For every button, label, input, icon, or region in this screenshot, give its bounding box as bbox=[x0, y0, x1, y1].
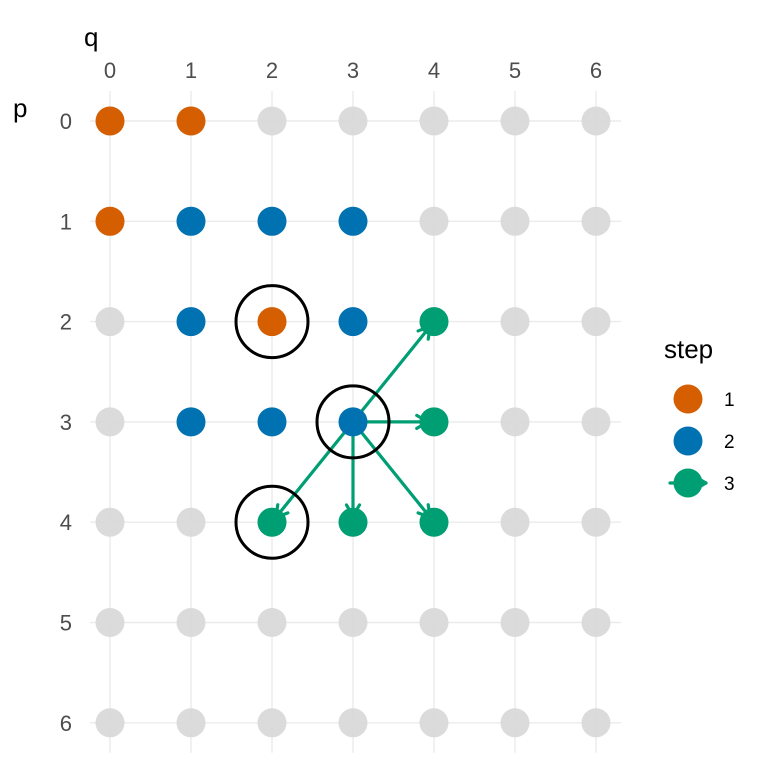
series-points bbox=[95, 106, 449, 537]
background-point bbox=[500, 708, 530, 738]
series-2-point bbox=[338, 206, 368, 236]
legend-title: step bbox=[664, 334, 713, 364]
background-point bbox=[500, 106, 530, 136]
background-point bbox=[581, 708, 611, 738]
legend-key-3 bbox=[673, 468, 703, 498]
background-point bbox=[581, 507, 611, 537]
background-point bbox=[419, 106, 449, 136]
background-point bbox=[95, 407, 125, 437]
x-tick-label: 2 bbox=[266, 58, 278, 83]
series-2-point bbox=[257, 407, 287, 437]
background-point bbox=[95, 708, 125, 738]
arrow-line bbox=[351, 420, 432, 520]
background-point bbox=[419, 206, 449, 236]
highlight-circle bbox=[234, 284, 310, 360]
x-tick-labels: 0 1 2 3 4 5 6 bbox=[104, 58, 602, 83]
x-tick-label: 4 bbox=[428, 58, 440, 83]
highlight-circles bbox=[234, 284, 391, 560]
x-tick-label: 0 bbox=[104, 58, 116, 83]
background-point bbox=[581, 608, 611, 637]
series-3-point bbox=[419, 507, 449, 537]
background-point bbox=[419, 608, 449, 637]
background-point bbox=[419, 708, 449, 738]
y-tick-label: 6 bbox=[60, 711, 72, 736]
background-point bbox=[500, 307, 530, 337]
series-2-point bbox=[176, 206, 206, 236]
background-point bbox=[95, 608, 125, 637]
x-tick-label: 1 bbox=[185, 58, 197, 83]
background-point bbox=[257, 106, 287, 136]
background-point bbox=[257, 708, 287, 738]
series-1-point bbox=[95, 206, 125, 236]
x-tick-label: 5 bbox=[509, 58, 521, 83]
background-point bbox=[500, 206, 530, 236]
background-point bbox=[581, 307, 611, 337]
series-2-point bbox=[338, 407, 368, 437]
x-axis-title: q bbox=[84, 22, 98, 52]
series-1-point bbox=[95, 106, 125, 136]
background-point bbox=[500, 507, 530, 537]
background-point bbox=[95, 307, 125, 337]
y-tick-label: 0 bbox=[60, 109, 72, 134]
x-tick-label: 6 bbox=[590, 58, 602, 83]
y-tick-label: 3 bbox=[60, 410, 72, 435]
background-point bbox=[176, 507, 206, 537]
arrow-line bbox=[351, 324, 432, 424]
y-tick-labels: 0 1 2 3 4 5 6 bbox=[60, 109, 72, 736]
legend-key-2 bbox=[673, 426, 703, 456]
series-2-point bbox=[338, 307, 368, 337]
background-point bbox=[257, 608, 287, 637]
arrow-line bbox=[274, 420, 355, 520]
highlight-circle bbox=[234, 484, 310, 560]
series-3-point bbox=[338, 507, 368, 537]
y-tick-label: 5 bbox=[60, 611, 72, 636]
y-axis-title: p bbox=[13, 93, 27, 123]
x-tick-label: 3 bbox=[347, 58, 359, 83]
legend-label-2: 2 bbox=[724, 432, 735, 453]
background-point bbox=[95, 507, 125, 537]
legend-label-3: 3 bbox=[724, 474, 735, 495]
series-1-point bbox=[176, 106, 206, 136]
legend-label-1: 1 bbox=[724, 390, 735, 411]
series-2-point bbox=[176, 307, 206, 337]
background-point bbox=[176, 708, 206, 738]
series-3-point bbox=[419, 307, 449, 337]
highlight-circle bbox=[315, 384, 391, 460]
series-1-point bbox=[257, 307, 287, 337]
background-point bbox=[581, 106, 611, 136]
series-2-point bbox=[176, 407, 206, 437]
background-point bbox=[500, 608, 530, 637]
y-tick-label: 1 bbox=[60, 209, 72, 234]
background-point bbox=[581, 407, 611, 437]
series-3-point bbox=[257, 507, 287, 537]
background-point bbox=[338, 608, 368, 637]
series-3-point bbox=[419, 407, 449, 437]
y-tick-label: 4 bbox=[60, 510, 72, 535]
background-point bbox=[338, 708, 368, 738]
y-tick-label: 2 bbox=[60, 310, 72, 335]
legend: step 1 2 3 bbox=[664, 334, 735, 498]
background-point bbox=[338, 106, 368, 136]
background-point bbox=[500, 407, 530, 437]
background-point bbox=[581, 206, 611, 236]
legend-key-1 bbox=[673, 384, 703, 414]
series-2-point bbox=[257, 206, 287, 236]
background-point bbox=[176, 608, 206, 637]
